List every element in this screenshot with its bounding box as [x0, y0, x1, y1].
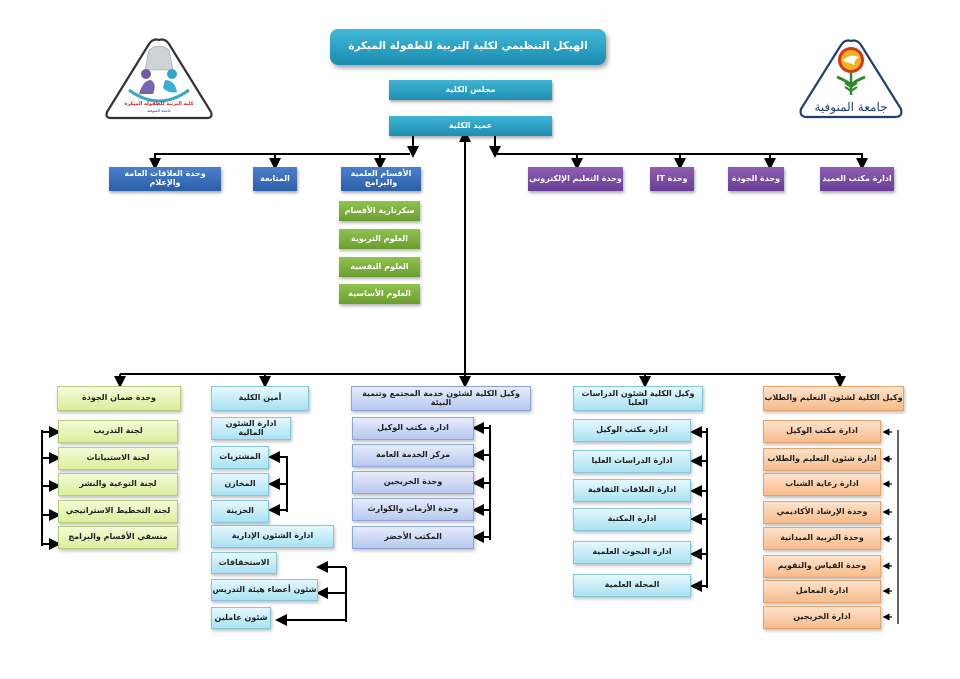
university-logo: جامعة المنوفية: [799, 39, 903, 119]
financial-item[interactable]: المشتريات: [211, 446, 269, 469]
community-item[interactable]: المكتب الأخضر: [352, 526, 474, 549]
academic-departments-unit[interactable]: الأقسام العلمية والبرامج: [341, 167, 421, 191]
administrative-affairs-box[interactable]: ادارة الشئون الإدارية: [211, 525, 334, 548]
education-item[interactable]: ادارة المعامل: [763, 580, 881, 603]
graduate-item[interactable]: المجلة العلمية: [573, 574, 691, 597]
education-item[interactable]: ادارة مكتب الوكيل: [763, 420, 881, 443]
graduate-item[interactable]: ادارة العلاقات الثقافية: [573, 479, 691, 502]
quality-item[interactable]: منسقي الأقسام والبرامج: [58, 526, 178, 549]
administrative-item[interactable]: شئون أعضاء هيئة التدريس: [211, 579, 318, 601]
graduate-item[interactable]: ادارة الدراسات العليا: [573, 450, 691, 473]
financial-item[interactable]: المخازن: [211, 473, 269, 496]
community-item[interactable]: وحدة الأزمات والكوارث: [352, 498, 474, 521]
department-item[interactable]: العلوم التربوية: [339, 229, 420, 249]
secretary-head[interactable]: أمين الكلية: [211, 386, 309, 411]
public-relations-unit[interactable]: وحدة العلاقات العامة والإعلام: [109, 167, 221, 191]
graduate-item[interactable]: ادارة المكتبة: [573, 508, 691, 531]
community-item[interactable]: وحدة الخريجين: [352, 471, 474, 494]
quality-item[interactable]: لجنة التخطيط الاستراتيجي: [58, 500, 178, 523]
elearning-unit[interactable]: وحدة التعليم الإلكتروني: [528, 167, 623, 191]
university-logo-caption: جامعة المنوفية: [814, 100, 887, 114]
community-service-head[interactable]: وكيل الكلية لشئون خدمة المجتمع وتنمية ال…: [351, 386, 531, 411]
community-item[interactable]: ادارة مكتب الوكيل: [352, 417, 474, 440]
education-item[interactable]: ادارة رعاية الشباب: [763, 473, 881, 496]
faculty-logo-caption-2: جامعة المنوفية: [147, 108, 172, 113]
dean-office-unit[interactable]: ادارة مكتب العميد: [820, 167, 894, 191]
education-item[interactable]: ادارة الخريجين: [763, 606, 881, 629]
graduate-item[interactable]: ادارة البحوث العلمية: [573, 541, 691, 564]
quality-assurance-head[interactable]: وحدة ضمان الجودة: [57, 386, 181, 411]
financial-item[interactable]: الخزينة: [211, 500, 269, 523]
education-item[interactable]: وحدة التربية الميدانية: [763, 527, 881, 550]
faculty-council-box[interactable]: مجلس الكلية: [389, 80, 552, 100]
education-students-head[interactable]: وكيل الكلية لشئون التعليم والطلاب: [763, 386, 904, 411]
department-item[interactable]: العلوم النفسية: [339, 257, 420, 277]
graduate-item[interactable]: ادارة مكتب الوكيل: [573, 419, 691, 442]
it-unit[interactable]: وحدة IT: [650, 167, 694, 191]
administrative-item[interactable]: شئون عاملين: [211, 607, 271, 629]
department-item[interactable]: العلوم الأساسية: [339, 284, 420, 304]
administrative-item[interactable]: الاستحقاقات: [211, 552, 277, 574]
faculty-logo-caption-1: كلية التربية للطفولة المبكرة: [124, 101, 193, 107]
quality-item[interactable]: لجنة التدريب: [58, 420, 178, 443]
quality-item[interactable]: لجنة التوعية والنشر: [58, 473, 178, 496]
quality-unit[interactable]: وحدة الجودة: [728, 167, 784, 191]
education-item[interactable]: وحدة القياس والتقويم: [763, 555, 881, 578]
department-item[interactable]: سكرتارية الأقسام: [339, 201, 420, 221]
education-item[interactable]: وحدة الإرشاد الأكاديمي: [763, 501, 881, 524]
quality-item[interactable]: لجنة الاستبيانات: [58, 447, 178, 470]
faculty-logo: كلية التربية للطفولة المبكرة جامعة المنو…: [105, 38, 213, 120]
community-item[interactable]: مركز الخدمة العامة: [352, 444, 474, 467]
graduate-studies-head[interactable]: وكيل الكلية لشئون الدراسات العليا: [573, 386, 703, 411]
financial-affairs-box[interactable]: ادارة الشئون المالية: [211, 417, 291, 440]
follow-up-unit[interactable]: المتابعة: [253, 167, 297, 191]
dean-box[interactable]: عميد الكلية: [389, 116, 552, 136]
education-item[interactable]: ادارة شئون التعليم والطلاب: [763, 448, 881, 471]
chart-title: الهيكل التنظيمي لكلية التربية للطفولة ال…: [330, 29, 606, 65]
